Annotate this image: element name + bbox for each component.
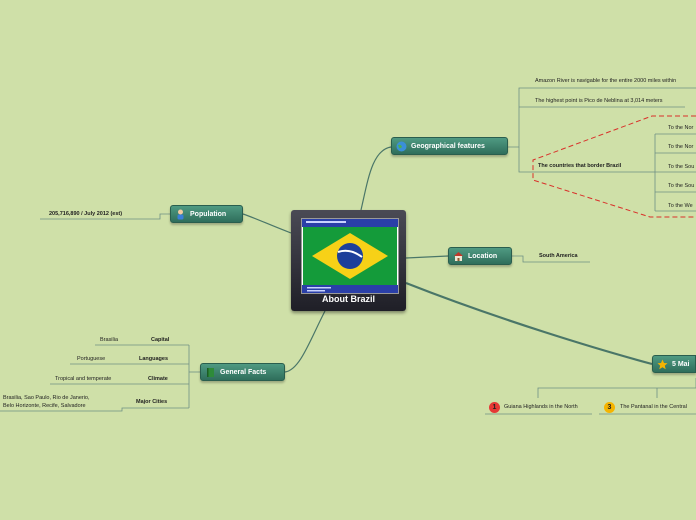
border-item: To the Sou bbox=[668, 164, 695, 170]
house-icon bbox=[453, 251, 464, 262]
topic-label: Location bbox=[468, 252, 498, 260]
central-topic[interactable]: About Brazil bbox=[291, 210, 406, 311]
major-cities-line1: Brasilia, Sao Paulo, Rio de Janerio, bbox=[3, 395, 90, 401]
highest-point-note: The highest point is Pico de Neblina at … bbox=[535, 98, 663, 104]
border-item: To the Sou bbox=[668, 183, 695, 189]
region-item: The Pantanal in the Central bbox=[620, 404, 687, 410]
topic-label: Geographical features bbox=[411, 142, 485, 150]
central-title: About Brazil bbox=[322, 294, 375, 304]
location-value: South America bbox=[539, 253, 578, 259]
brazil-flag-image bbox=[301, 218, 399, 294]
book-icon bbox=[205, 367, 216, 378]
star-icon bbox=[657, 359, 668, 370]
region-item: Guiana Highlands in the North bbox=[504, 404, 578, 410]
population-value: 205,716,890 / July 2012 (est) bbox=[49, 211, 123, 217]
climate-value: Tropical and temperate bbox=[55, 376, 112, 382]
borders-label: The countries that border Brazil bbox=[538, 163, 622, 169]
major-cities-label: Major Cities bbox=[136, 399, 168, 405]
topic-population[interactable]: Population bbox=[170, 205, 243, 223]
topic-label: General Facts bbox=[220, 368, 267, 376]
languages-label: Languages bbox=[139, 356, 169, 362]
topic-label: Population bbox=[190, 210, 227, 218]
languages-value: Portuguese bbox=[77, 356, 106, 362]
person-icon bbox=[175, 209, 186, 220]
climate-label: Climate bbox=[148, 376, 168, 382]
topic-geographical-features[interactable]: Geographical features bbox=[391, 137, 508, 155]
globe-icon bbox=[396, 141, 407, 152]
topic-five-main-regions[interactable]: 5 Mai bbox=[652, 355, 696, 373]
number-3-icon: 3 bbox=[604, 402, 615, 413]
number-1-icon: 1 bbox=[489, 402, 500, 413]
capital-value: Brasilia bbox=[100, 337, 119, 343]
border-item: To the We bbox=[668, 203, 693, 209]
topic-location[interactable]: Location bbox=[448, 247, 512, 265]
major-cities-line2: Belo Horizonte, Recife, Salvadore bbox=[3, 403, 86, 409]
capital-label: Capital bbox=[151, 337, 170, 343]
border-item: To the Nor bbox=[668, 144, 694, 150]
border-item: To the Nor bbox=[668, 125, 694, 131]
topic-general-facts[interactable]: General Facts bbox=[200, 363, 285, 381]
amazon-river-note: Amazon River is navigable for the entire… bbox=[535, 78, 677, 84]
topic-label: 5 Mai bbox=[672, 360, 690, 368]
